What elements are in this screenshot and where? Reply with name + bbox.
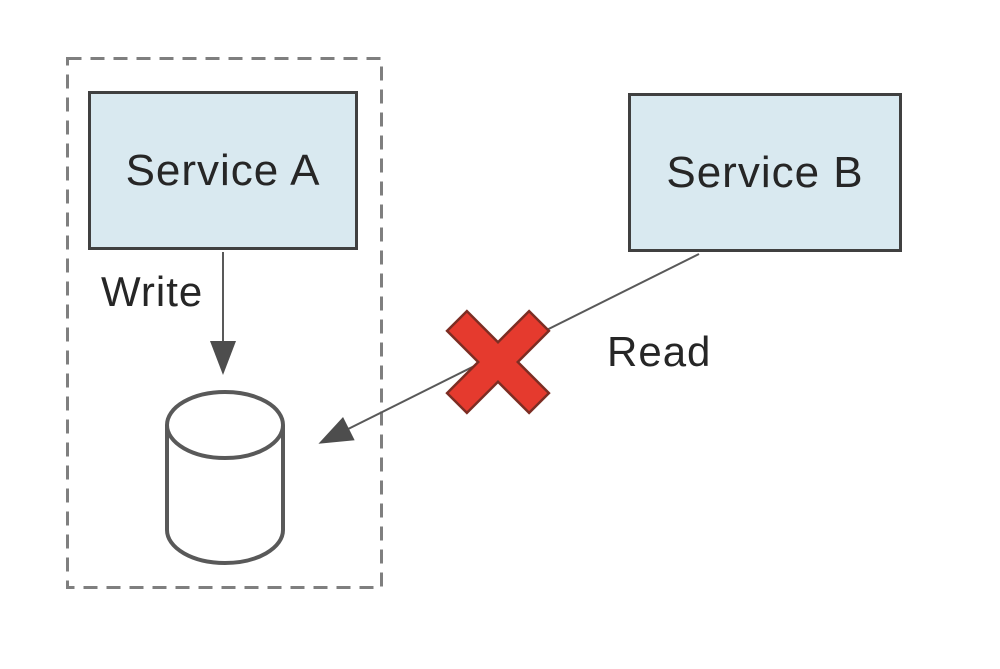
service-b-box: Service B bbox=[628, 93, 902, 252]
read-label: Read bbox=[607, 328, 712, 375]
database-icon bbox=[165, 390, 285, 565]
red-x-icon bbox=[445, 309, 551, 415]
service-a-boundary-dashed-box bbox=[66, 57, 383, 589]
service-b-label: Service B bbox=[666, 147, 864, 197]
service-a-label: Service A bbox=[125, 145, 321, 195]
service-a-box: Service A bbox=[88, 91, 358, 250]
write-label: Write bbox=[101, 268, 204, 315]
